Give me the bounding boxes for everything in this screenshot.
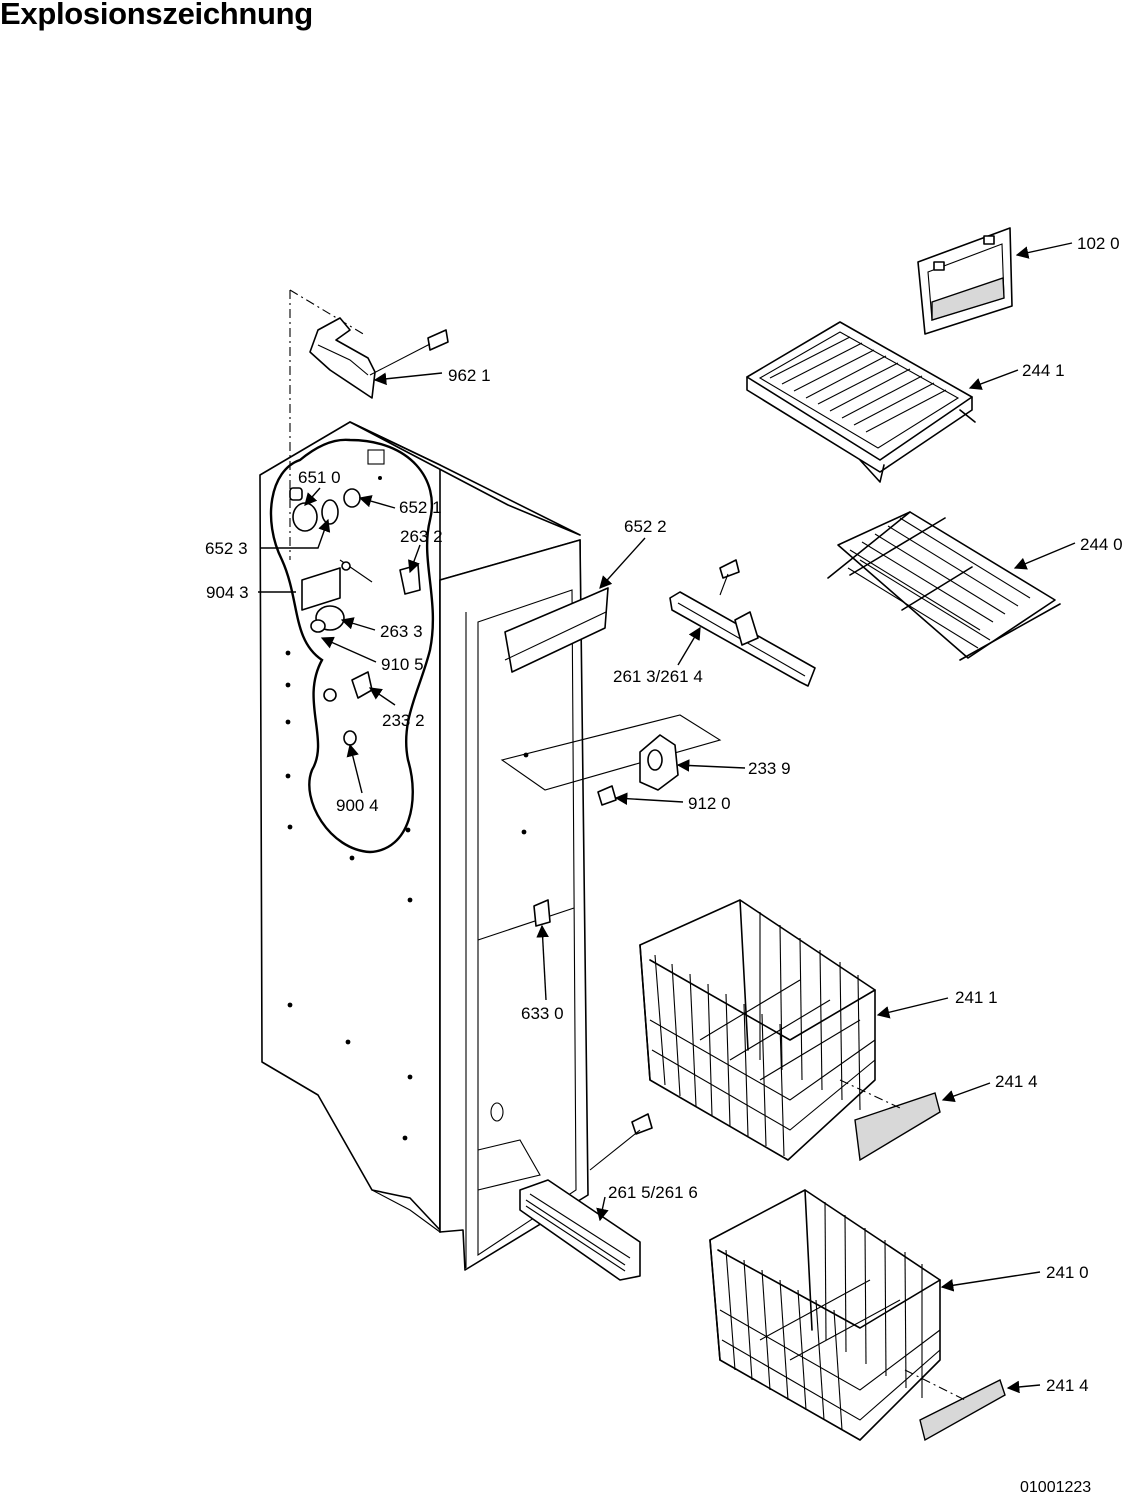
- callout-652-3: 652 3: [205, 539, 248, 558]
- part-261-5-trim: [519, 1113, 653, 1281]
- callout-633-0: 633 0: [521, 1004, 564, 1023]
- part-633-0-switch: [533, 899, 551, 927]
- callout-241-1: 241 1: [955, 988, 998, 1007]
- callout-652-2: 652 2: [624, 517, 667, 536]
- callout-904-3: 904 3: [206, 583, 249, 602]
- callout-233-2: 233 2: [382, 711, 425, 730]
- callout-241-0: 241 0: [1046, 1263, 1089, 1282]
- callout-910-5: 910 5: [381, 655, 424, 674]
- callout-244-0: 244 0: [1080, 535, 1123, 554]
- part-244-0-wire-shelf: [827, 511, 1061, 661]
- callout-233-9: 233 9: [748, 759, 791, 778]
- callout-962-1: 962 1: [448, 366, 491, 385]
- callout-652-1: 652 1: [399, 498, 442, 517]
- part-102-0-grille: [917, 227, 1013, 335]
- part-241-0-basket: [709, 1189, 1006, 1442]
- part-652-2-cover: [504, 587, 609, 673]
- callout-244-1: 244 1: [1022, 361, 1065, 380]
- leader-lines: [258, 242, 1076, 1394]
- callout-241-4-upper: 241 4: [995, 1072, 1038, 1091]
- document-number: 01001223: [1020, 1479, 1091, 1496]
- callout-241-4-lower: 241 4: [1046, 1376, 1089, 1395]
- part-244-1-shelf: [746, 321, 976, 483]
- part-962-1-bracket: [309, 317, 449, 399]
- callout-261-5-261-6: 261 5/261 6: [608, 1183, 698, 1202]
- callout-102-0: 102 0: [1077, 234, 1120, 253]
- callout-900-4: 900 4: [336, 796, 379, 815]
- callout-263-2: 263 2: [400, 527, 443, 546]
- part-241-1-basket: [639, 899, 941, 1162]
- callout-263-3: 263 3: [380, 622, 423, 641]
- part-261-3-rail: [669, 559, 816, 687]
- callout-261-3-261-4: 261 3/261 4: [613, 667, 703, 686]
- part-light-assembly: [289, 487, 421, 746]
- callout-labels: 102 0 244 1 244 0 962 1 651 0 652 1 652 …: [205, 234, 1123, 1496]
- freezer-liner: [259, 289, 589, 1271]
- part-233-9-hinge: [500, 714, 722, 806]
- callout-912-0: 912 0: [688, 794, 731, 813]
- page-title: Explosionszeichnung: [0, 0, 313, 31]
- callout-651-0: 651 0: [298, 468, 341, 487]
